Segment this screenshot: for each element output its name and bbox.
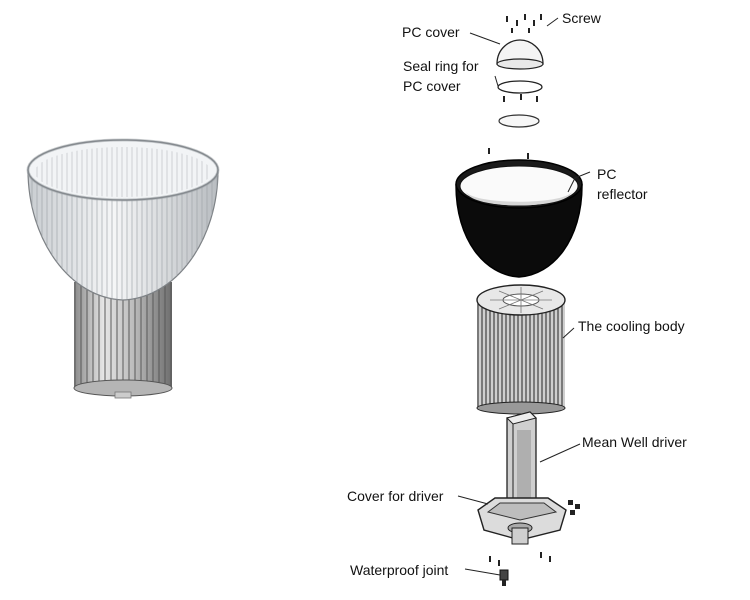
top-screws [506, 14, 542, 33]
label-cooling-body: The cooling body [578, 318, 685, 334]
label-pc-reflector-line2: reflector [597, 186, 648, 202]
cooling-body [476, 284, 566, 415]
pc-cover-dome [496, 39, 544, 70]
label-pc-cover: PC cover [402, 24, 460, 40]
label-cover-for-driver: Cover for driver [347, 488, 444, 504]
assembled-reflector [26, 138, 220, 301]
waterproof-joint [489, 552, 551, 586]
label-seal-ring-line1: Seal ring for [403, 58, 479, 74]
label-waterproof-joint: Waterproof joint [350, 562, 449, 578]
label-seal-ring-line2: PC cover [403, 78, 461, 94]
pc-reflector [455, 148, 583, 278]
driver-unit [506, 411, 537, 507]
label-driver: Mean Well driver [582, 434, 687, 450]
leader-lines [457, 17, 591, 576]
label-pc-reflector-line1: PC [597, 166, 617, 182]
driver-cover [477, 497, 580, 545]
seal-ring [497, 80, 543, 102]
label-screw: Screw [562, 10, 601, 26]
cover-plate [498, 114, 540, 128]
